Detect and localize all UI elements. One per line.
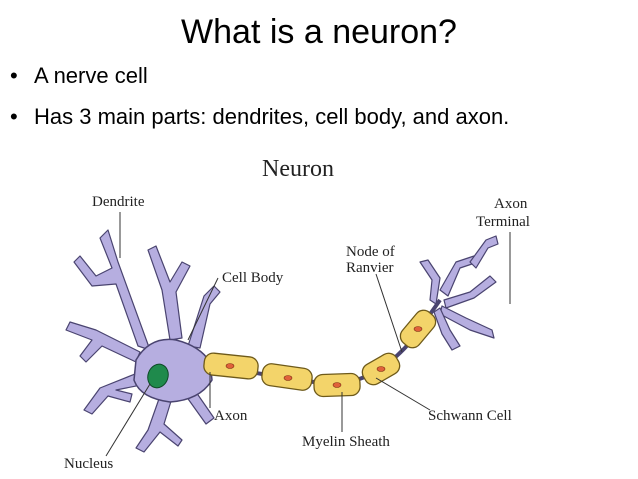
bullet-item: • Has 3 main parts: dendrites, cell body…	[10, 103, 630, 131]
dendrite-branch	[187, 285, 221, 349]
schwann-nucleus	[283, 375, 293, 381]
label-dendrite: Dendrite	[92, 194, 145, 210]
bullet-icon: •	[10, 63, 18, 88]
bullet-list: • A nerve cell • Has 3 main parts: dendr…	[10, 62, 630, 144]
axon-terminal	[419, 235, 499, 351]
bullet-text: A nerve cell	[34, 63, 148, 88]
dendrite-branch	[83, 371, 147, 415]
dendrite-branch	[135, 395, 183, 453]
label-node-of-ranvier-1: Node of	[346, 244, 395, 260]
label-axon-terminal-1: Axon	[494, 196, 528, 212]
bullet-item: • A nerve cell	[10, 62, 630, 90]
leader-line	[375, 273, 403, 353]
schwann-nucleus	[376, 366, 386, 372]
leader-lines	[105, 212, 511, 457]
dendrite-branch	[65, 321, 141, 363]
label-node-of-ranvier-2: Ranvier	[346, 260, 393, 276]
dendrites	[65, 229, 221, 453]
schwann-nucleus	[413, 326, 423, 332]
terminal-branch	[419, 259, 441, 305]
nucleus	[147, 363, 169, 389]
schwann-nuclei	[225, 326, 423, 388]
cell-body	[133, 338, 213, 403]
leader-line	[375, 377, 431, 411]
leader-line	[187, 277, 219, 341]
label-axon: Axon	[214, 408, 248, 424]
bullet-text: Has 3 main parts: dendrites, cell body, …	[34, 104, 510, 129]
diagram-heading: Neuron	[262, 156, 334, 182]
schwann-nucleus	[225, 363, 235, 369]
label-nucleus: Nucleus	[64, 456, 113, 472]
dendrite-branch	[73, 229, 151, 351]
label-myelin-sheath: Myelin Sheath	[302, 434, 390, 450]
label-axon-terminal-2: Terminal	[476, 214, 530, 230]
label-cell-body: Cell Body	[222, 270, 284, 286]
bullet-icon: •	[10, 104, 18, 129]
label-schwann-cell: Schwann Cell	[428, 408, 512, 424]
slide-title: What is a neuron?	[181, 13, 457, 51]
terminal-branch	[433, 307, 461, 351]
dendrite-branch	[147, 245, 191, 341]
leader-line	[105, 383, 151, 457]
schwann-nucleus	[332, 382, 342, 388]
terminal-branch	[469, 235, 499, 269]
